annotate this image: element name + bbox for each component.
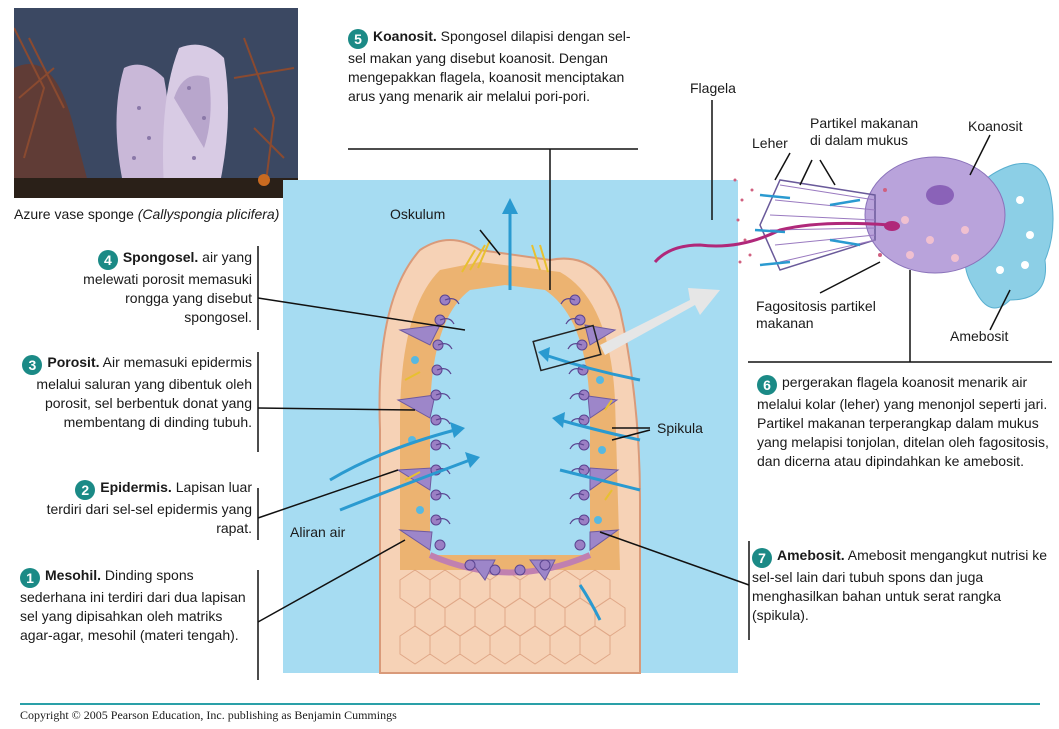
label-porosit: 3Porosit. Air memasuki epidermis melalui… [14, 353, 252, 432]
label-mesohil: 1Mesohil. Dinding spons sederhana ini te… [20, 566, 252, 645]
label-koanosit: 5Koanosit. Spongosel dilapisi dengan sel… [348, 27, 638, 106]
label-amebosit-title: Amebosit. [777, 547, 845, 563]
label-spikula: Spikula [657, 420, 703, 437]
badge-2: 2 [75, 480, 95, 500]
label-koanosit-cell: Koanosit [968, 118, 1022, 135]
label-leher: Leher [752, 135, 788, 152]
label-amebosit-cell: Amebosit [950, 328, 1008, 345]
badge-6: 6 [757, 375, 777, 395]
label-flagela-desc-body: pergerakan flagela koanosit menarik air … [757, 374, 1049, 469]
label-oskulum: Oskulum [390, 206, 445, 223]
badge-3: 3 [22, 355, 42, 375]
badge-7: 7 [752, 548, 772, 568]
copyright: Copyright © 2005 Pearson Education, Inc.… [20, 708, 397, 723]
label-spongosel-title: Spongosel. [123, 249, 198, 265]
label-porosit-title: Porosit. [47, 354, 99, 370]
label-flagela: Flagela [690, 80, 736, 97]
badge-1: 1 [20, 568, 40, 588]
spongocoel-cavity [430, 285, 590, 555]
label-aliran-air: Aliran air [290, 524, 345, 541]
label-epidermis: 2Epidermis. Lapisan luar terdiri dari se… [40, 478, 252, 538]
label-spongosel: 4Spongosel. air yang melewati porosit me… [60, 248, 252, 327]
label-epidermis-title: Epidermis. [100, 479, 172, 495]
badge-4: 4 [98, 250, 118, 270]
label-koanosit-title: Koanosit. [373, 28, 437, 44]
label-flagela-desc: 6pergerakan flagela koanosit menarik air… [757, 373, 1052, 471]
label-mesohil-title: Mesohil. [45, 567, 101, 583]
footer-rule [20, 703, 1040, 705]
label-amebosit: 7Amebosit. Amebosit mengangkut nutrisi k… [752, 546, 1052, 625]
badge-5: 5 [348, 29, 368, 49]
label-partikel: Partikel makanan di dalam mukus [810, 115, 930, 149]
choanocyte-enlarged [655, 157, 1053, 308]
label-fagositosis: Fagositosis partikel makanan [756, 298, 891, 332]
